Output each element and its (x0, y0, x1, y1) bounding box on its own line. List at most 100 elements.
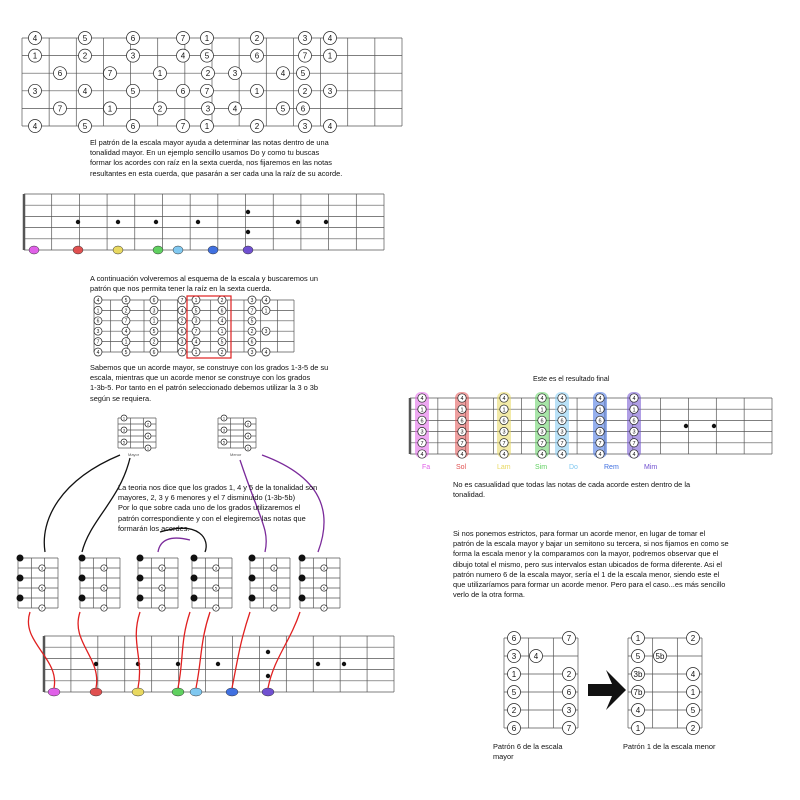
red-arrow (77, 611, 98, 689)
note-label: 4 (460, 396, 463, 402)
note-circle (417, 449, 427, 459)
note-label: 6 (131, 122, 136, 131)
root-note-marker (152, 245, 164, 255)
note-circle (457, 427, 467, 437)
note-circle (158, 604, 166, 612)
note-label: 2 (251, 329, 254, 335)
note-label: 1 (636, 634, 641, 643)
note-circle (250, 83, 264, 98)
note-circle (176, 119, 190, 133)
note-label: 3 (251, 298, 254, 304)
bottom-root-fretboard (42, 635, 395, 697)
note-label: 3 (303, 122, 308, 131)
note-label: 1 (205, 34, 210, 43)
note-label: 1 (205, 122, 210, 131)
note-label: 5 (125, 350, 128, 356)
note-label: 5 (205, 52, 210, 61)
fret-dot (295, 219, 301, 225)
fret-dot (248, 574, 256, 582)
note-circle (557, 449, 567, 459)
note-label: 4 (265, 298, 268, 304)
note-label: 5 (83, 122, 88, 131)
root-note-marker (189, 687, 203, 697)
note-label: 1 (33, 52, 38, 61)
chord-name-1: Sol (456, 464, 467, 471)
note-label: 1 (221, 329, 224, 335)
note-label: 3 (251, 350, 254, 356)
note-label: 7 (420, 441, 423, 447)
note-label: 4 (247, 434, 250, 439)
root-note-marker (172, 245, 184, 255)
note-label: 6 (598, 418, 601, 424)
note-circle (507, 685, 521, 699)
note-circle (562, 631, 576, 645)
fret-dot (245, 209, 251, 215)
note-circle (507, 631, 521, 645)
note-label: 4 (691, 670, 696, 679)
note-circle (212, 584, 220, 592)
menor-label: Menor (230, 452, 242, 457)
note-circle (276, 101, 290, 116)
note-circle (457, 449, 467, 459)
root-note-marker (72, 245, 84, 255)
note-circle (103, 101, 117, 116)
root-note-marker (171, 687, 185, 697)
fret-dot (16, 574, 24, 582)
note-label: 3 (512, 652, 517, 661)
note-label: 4 (97, 350, 100, 356)
note-label: 4 (560, 396, 563, 402)
note-label: 3 (460, 430, 463, 436)
note-circle (629, 393, 639, 403)
note-label: 5 (323, 586, 326, 591)
note-circle (28, 119, 42, 133)
fret-dot (215, 661, 221, 667)
note-label: 5 (123, 440, 126, 445)
note-circle (126, 83, 140, 98)
note-label: 6 (460, 418, 463, 424)
note-label: 1 (691, 688, 696, 697)
note-label: 7 (273, 606, 276, 611)
note-circle (629, 404, 639, 414)
note-circle (457, 393, 467, 403)
red-arrow (195, 611, 211, 689)
note-label: 4 (502, 396, 505, 402)
fret-dot (341, 661, 347, 667)
note-label: 1 (123, 416, 126, 421)
note-circle (499, 415, 509, 425)
major-chord-paragraph: Sabemos que un acorde mayor, se construy… (90, 363, 329, 403)
note-circle (177, 347, 187, 357)
note-circle (320, 564, 328, 572)
note-circle (537, 404, 547, 414)
note-label: 2 (512, 706, 517, 715)
note-label: 5 (221, 340, 224, 346)
note-label: 2 (691, 634, 696, 643)
note-label: 6 (153, 350, 156, 356)
note-circle (247, 316, 257, 326)
note-label: 1 (147, 446, 150, 451)
note-circle (417, 438, 427, 448)
note-label: 5 (131, 87, 136, 96)
note-label: 3 (233, 69, 238, 78)
note-label: 2 (153, 340, 156, 346)
note-label: 7 (215, 606, 218, 611)
fret-dot (93, 661, 99, 667)
note-circle (320, 584, 328, 592)
note-circle (457, 415, 467, 425)
note-circle (28, 83, 42, 98)
note-label: 4 (221, 319, 224, 325)
fret-dot (265, 673, 271, 679)
chord-name-6: Mim (644, 464, 658, 471)
caption-major-pattern: Patrón 6 de la escala mayor (493, 742, 563, 762)
note-label: 1 (195, 298, 198, 304)
note-label: 1 (265, 308, 268, 314)
fret-dot (265, 649, 271, 655)
note-circle (595, 449, 605, 459)
note-label: 3 (215, 566, 218, 571)
note-circle (200, 83, 214, 98)
note-label: 1 (502, 407, 505, 413)
note-label: 1 (158, 69, 163, 78)
root-note-marker (242, 245, 254, 255)
fret-dot (298, 574, 306, 582)
